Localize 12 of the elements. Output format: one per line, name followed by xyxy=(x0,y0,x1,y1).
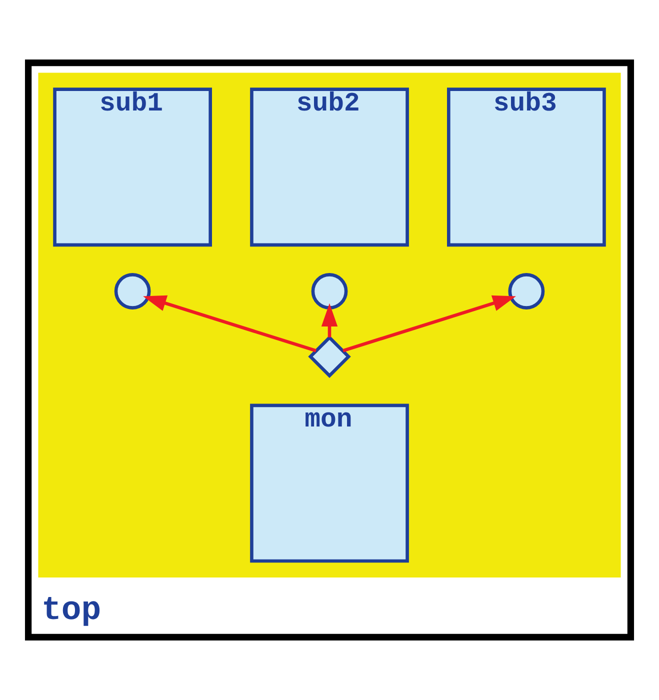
arrow xyxy=(321,303,338,338)
node-circle xyxy=(114,273,151,310)
arrow xyxy=(143,295,316,352)
node-circle xyxy=(311,273,348,310)
node-circle xyxy=(508,273,545,310)
cluster xyxy=(38,72,621,578)
node-box: sub1 xyxy=(53,88,212,247)
node-box: mon xyxy=(250,404,409,563)
arrow xyxy=(342,295,516,352)
node-box: sub3 xyxy=(447,88,606,247)
node-box: sub2 xyxy=(250,88,409,247)
node-diamond xyxy=(308,335,351,378)
